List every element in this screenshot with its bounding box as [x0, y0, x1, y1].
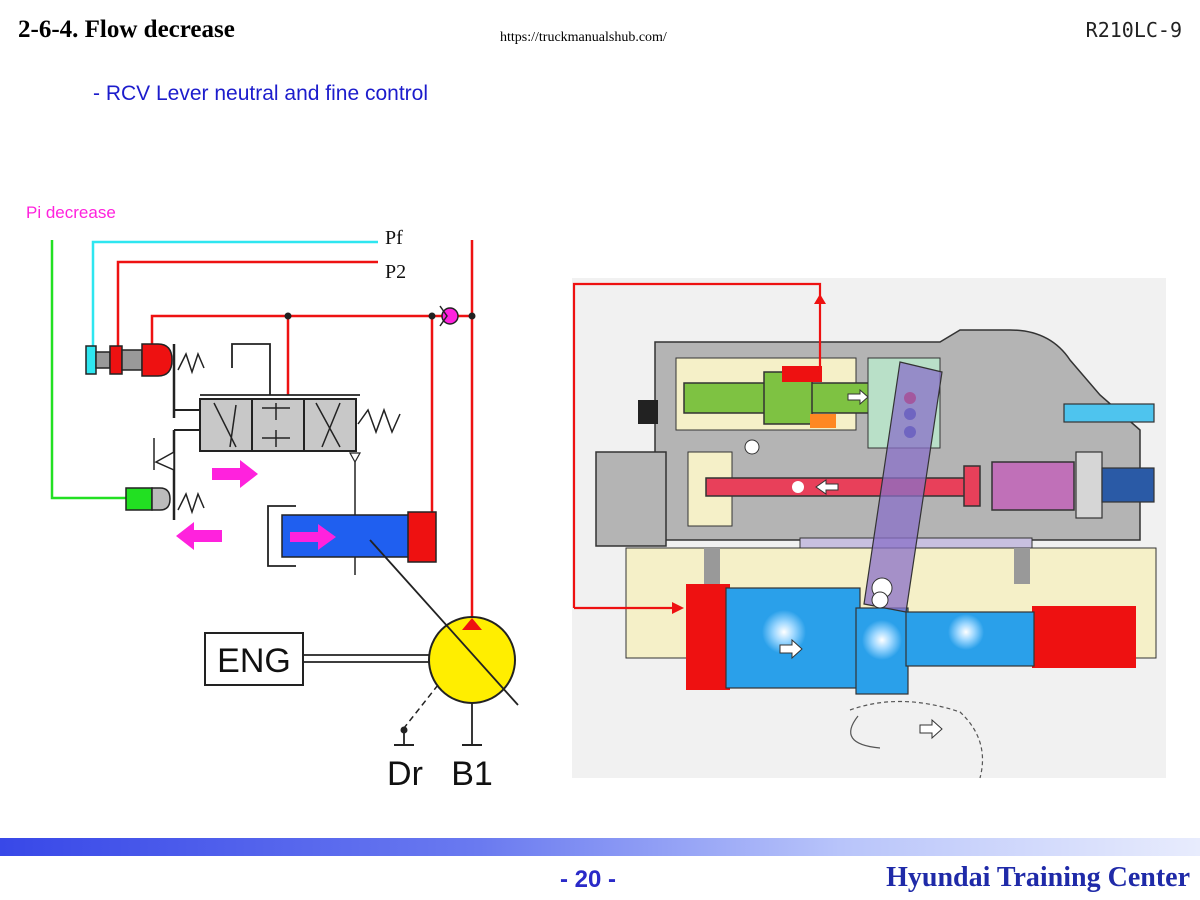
dr-label: Dr — [387, 755, 423, 793]
pi-pilot-line — [50, 240, 128, 500]
adjust-screw-icon — [1101, 467, 1155, 503]
piston-rod — [95, 351, 111, 369]
dr-port-dot — [400, 726, 408, 734]
pf-piston-icon — [85, 345, 97, 375]
p2-line — [116, 260, 378, 350]
arrow-left-icon — [176, 522, 222, 550]
pivot-icon — [154, 450, 175, 472]
dr-line — [403, 684, 439, 729]
pf-line — [91, 240, 378, 355]
tank-return-line — [231, 343, 271, 395]
pi-decrease-label: Pi decrease — [26, 203, 116, 222]
spring-icon — [177, 351, 205, 375]
model-code: R210LC-9 — [1085, 18, 1182, 42]
hydraulic-schematic: Pi decrease Pf P2 — [26, 203, 519, 793]
engine-label: ENG — [217, 642, 291, 680]
page-number: - 20 - — [560, 866, 617, 893]
swash-plate-outline — [850, 715, 881, 749]
flow-path-arrow — [213, 402, 237, 448]
plug-icon — [638, 400, 658, 424]
feedback-lever — [863, 361, 943, 613]
end-cap — [1075, 451, 1103, 519]
p2-piston-icon — [109, 345, 123, 375]
engine-box — [204, 632, 304, 686]
adjust-plug-icon — [1063, 403, 1155, 423]
section-title: 2-6-4. Flow decrease — [18, 16, 235, 43]
regulator-spool-valve — [199, 398, 357, 452]
arrow-up-icon — [814, 294, 826, 304]
arrow-right-icon — [847, 388, 869, 406]
piston-rod — [151, 487, 171, 511]
large-piston-chamber — [686, 584, 730, 690]
pressure-piston-icon — [141, 343, 173, 377]
piston-rod — [121, 349, 143, 371]
junction-dot — [284, 312, 292, 320]
flow-path-arrow — [321, 402, 341, 448]
flow-path-arrow — [315, 402, 341, 448]
source-url[interactable]: https://truckmanualshub.com/ — [500, 30, 667, 45]
arrow-right-icon — [212, 460, 258, 488]
arrow-right-icon — [919, 718, 943, 740]
spool-head — [963, 465, 981, 507]
junction-dot — [468, 312, 476, 320]
pressure-line-top — [150, 314, 472, 345]
port-hole — [744, 439, 760, 455]
housing-flange — [595, 451, 667, 547]
footer-bar — [0, 838, 1200, 856]
check-valve-icon — [441, 307, 459, 325]
pump-delivery-triangle — [462, 618, 482, 630]
spring-piston — [991, 461, 1075, 511]
piston-highlight — [948, 614, 984, 650]
p2-port-chamber — [782, 366, 822, 382]
footer-brand: Hyundai Training Center — [886, 862, 1190, 893]
check-valve-seat — [439, 305, 448, 327]
large-piston-chamber — [407, 511, 437, 563]
bolt — [1014, 548, 1030, 584]
p2-label: P2 — [385, 261, 406, 283]
arrow-right-icon — [779, 638, 803, 660]
arrow-right-icon — [672, 602, 684, 614]
arrow-right-icon — [290, 524, 336, 550]
feedback-pointer — [348, 452, 362, 464]
swash-plate-outline — [849, 700, 984, 779]
spring-icon — [177, 491, 205, 515]
pf-label: Pf — [385, 227, 403, 249]
lever-pin — [871, 591, 889, 609]
junction-dot — [428, 312, 436, 320]
swash-plate-arrow — [369, 539, 519, 706]
regulator-cross-section — [572, 278, 1166, 779]
small-piston-chamber — [1032, 606, 1136, 668]
bolt — [704, 548, 720, 584]
p2-pilot-line — [572, 282, 822, 608]
port-hole — [792, 481, 804, 493]
arrow-left-icon — [815, 479, 839, 495]
piston-highlight — [862, 620, 902, 660]
flow-path-arrow — [229, 404, 237, 448]
spool-spring-icon — [357, 407, 401, 435]
subtitle: - RCV Lever neutral and fine control — [93, 82, 429, 105]
b1-label: B1 — [451, 755, 493, 793]
pi-piston-icon — [125, 487, 153, 511]
orange-seal — [810, 414, 836, 428]
cylinder-body — [267, 505, 296, 567]
